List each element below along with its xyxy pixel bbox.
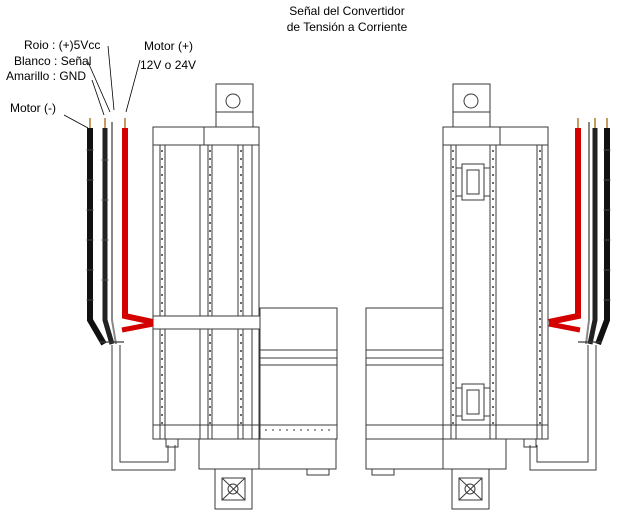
diagram-title: Señal del Convertidor de Tensión a Corri… (262, 3, 432, 35)
left-housing (152, 126, 260, 440)
right-actuator (365, 83, 597, 510)
left-cable-bundle (63, 45, 154, 346)
right-mount-tab (452, 83, 491, 129)
title-line-1: Señal del Convertidor (289, 4, 405, 18)
left-black-wire (87, 128, 107, 346)
left-actuator (111, 83, 338, 510)
left-gear-base (198, 438, 337, 470)
right-cable-bundle (548, 118, 611, 346)
label-motor-negative: Motor (-) (10, 101, 56, 115)
right-gear-base (365, 438, 507, 470)
label-rojo: Roio : (+)5Vcc (24, 38, 101, 52)
right-cable-loop (529, 345, 597, 471)
left-cable-loop (111, 345, 176, 471)
right-red-wire (548, 128, 581, 325)
left-housing-cap (152, 126, 260, 146)
left-signal-wire (111, 122, 117, 345)
label-voltage: 12V o 24V (140, 58, 197, 72)
label-motor-positive: Motor (+) (144, 39, 194, 53)
left-motor-box (259, 307, 338, 440)
title-line-2: de Tensión a Corriente (286, 20, 408, 34)
right-mount-hole (463, 93, 479, 109)
left-mount-hole (225, 93, 241, 109)
label-amarillo: Amarillo : GND (6, 69, 87, 83)
left-red-wire (122, 128, 154, 325)
left-mount-tab (215, 83, 254, 129)
right-black-wire (595, 128, 610, 346)
right-motor-box (365, 307, 444, 440)
label-blanco: Blanco : Señal (14, 54, 92, 68)
right-signal-wire (585, 122, 590, 345)
